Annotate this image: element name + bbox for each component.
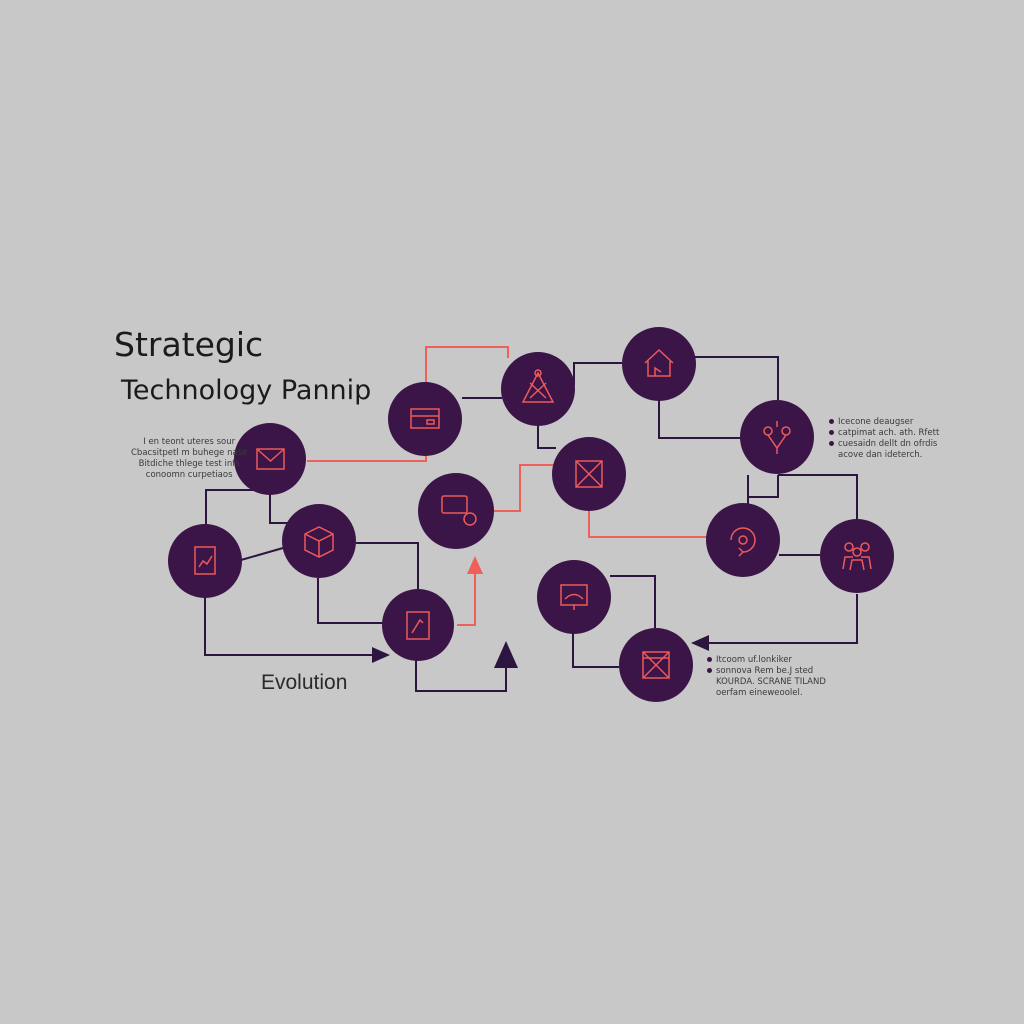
node-cube[interactable] [282, 504, 356, 578]
bullet-dot [829, 419, 834, 424]
cube-icon [304, 526, 334, 558]
connector [307, 346, 509, 462]
evolution-label: Evolution [261, 671, 348, 694]
connector [240, 547, 284, 561]
connectors-accent [307, 346, 708, 626]
node-alert[interactable] [501, 352, 575, 426]
node-doc[interactable] [382, 589, 454, 661]
node-screen[interactable] [537, 560, 611, 634]
title-technology: Technology Pannip [121, 375, 372, 406]
connector [317, 578, 383, 624]
connector [778, 474, 858, 520]
node-email[interactable] [234, 423, 306, 495]
node-chart[interactable] [168, 524, 242, 598]
connector [457, 556, 483, 626]
note-line: I en teont uteres sour [143, 437, 236, 447]
envelope-icon [256, 448, 285, 470]
connector [748, 475, 779, 498]
note-line: cuesaidn dellt dn ofrdis [838, 439, 938, 449]
node-home[interactable] [622, 327, 696, 401]
note-right: Icecone deaugser catpimat ach. ath. Rfet… [829, 417, 939, 461]
node-chat[interactable] [418, 473, 494, 549]
node-card[interactable] [388, 382, 462, 456]
note-line: Icecone deaugser [838, 417, 914, 427]
note-line: KOURDA. SCRANE TILAND [716, 677, 826, 687]
note-bottom: Itcoom uf.lonkiker sonnova Rem be.J sted… [707, 655, 826, 699]
node-cycle[interactable] [706, 503, 780, 577]
connector [356, 542, 419, 590]
note-line: oerfam eineweoolel. [716, 688, 803, 698]
connector [537, 425, 556, 449]
note-line: conoomn curpetiaos [145, 470, 233, 480]
connector [572, 633, 619, 668]
document-edit-icon [406, 611, 430, 640]
connector [573, 362, 622, 385]
connector [658, 400, 742, 439]
connector [695, 356, 779, 400]
note-line: sonnova Rem be.J sted [716, 666, 814, 676]
note-line: acove dan ideterch. [838, 450, 923, 460]
node-branch[interactable] [740, 400, 814, 474]
crossed-box-icon [642, 651, 670, 679]
connector [588, 510, 708, 538]
note-line: catpimat ach. ath. Rfett [838, 428, 940, 438]
house-icon [644, 348, 674, 377]
crossed-box-icon [575, 460, 603, 488]
note-line: Cbacsitpetl m buhege nase [131, 448, 248, 458]
connector [490, 464, 555, 512]
chat-icon [441, 495, 477, 526]
connector [610, 575, 656, 628]
note-left: I en teont uteres sour Cbacsitpetl m buh… [131, 437, 247, 481]
chart-document-icon [194, 546, 216, 575]
bullet-dot [707, 668, 712, 673]
people-icon [842, 542, 872, 571]
card-icon [410, 408, 440, 429]
node-box-x[interactable] [552, 437, 626, 511]
cycle-icon [730, 527, 756, 557]
title-strategic: Strategic [114, 325, 264, 364]
warning-triangle-icon [521, 369, 555, 403]
note-line: Itcoom uf.lonkiker [716, 655, 792, 665]
up-arrowhead [494, 641, 518, 668]
bullet-dot [829, 430, 834, 435]
node-people[interactable] [820, 519, 894, 593]
bullet-dot [829, 441, 834, 446]
monitor-icon [560, 584, 588, 610]
connector [691, 594, 858, 651]
bullet-dot [707, 657, 712, 662]
note-line: Bitdiche thlege test infs [138, 459, 240, 469]
branch-icon [763, 421, 791, 454]
node-box-x2[interactable] [619, 628, 693, 702]
